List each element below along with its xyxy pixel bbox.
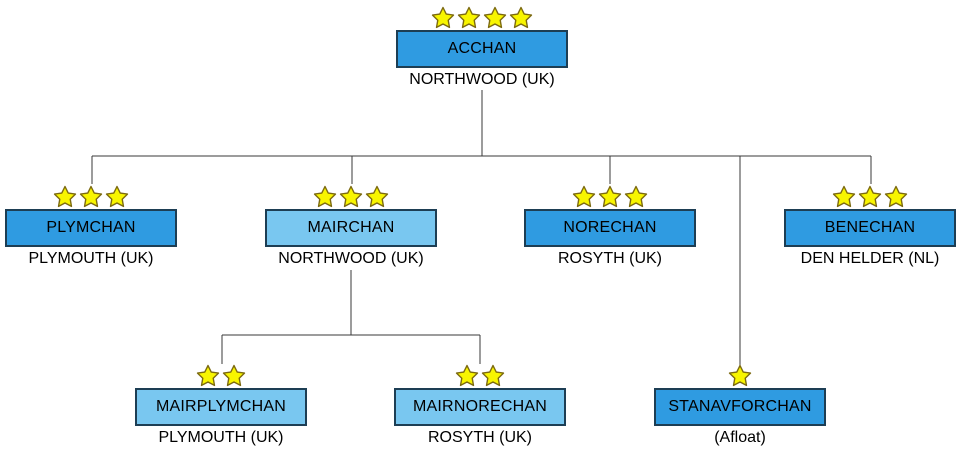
org-box: ACCHAN (396, 30, 568, 68)
star-icon (481, 364, 505, 387)
star-icon (339, 185, 363, 208)
star-icon (105, 185, 129, 208)
org-box: NORECHAN (524, 209, 696, 247)
org-node-mairchan: MAIRCHAN NORTHWOOD (UK) (265, 184, 437, 268)
star-icon (832, 185, 856, 208)
org-box: MAIRNORECHAN (394, 388, 566, 426)
org-node-mairnorechan: MAIRNORECHAN ROSYTH (UK) (394, 363, 566, 447)
star-icon (728, 364, 752, 387)
org-box: MAIRCHAN (265, 209, 437, 247)
rank-stars (394, 363, 566, 387)
star-icon (572, 185, 596, 208)
star-icon (457, 6, 481, 29)
rank-stars (654, 363, 826, 387)
org-box: BENECHAN (784, 209, 956, 247)
rank-stars (396, 5, 568, 29)
star-icon (858, 185, 882, 208)
star-icon (884, 185, 908, 208)
star-icon (624, 185, 648, 208)
star-icon (598, 185, 622, 208)
star-icon (196, 364, 220, 387)
rank-stars (524, 184, 696, 208)
rank-stars (5, 184, 177, 208)
org-node-benechan: BENECHAN DEN HELDER (NL) (784, 184, 956, 268)
star-icon (53, 185, 77, 208)
star-icon (455, 364, 479, 387)
star-icon (222, 364, 246, 387)
star-icon (483, 6, 507, 29)
org-location-label: (Afloat) (714, 429, 766, 446)
star-icon (509, 6, 533, 29)
star-icon (365, 185, 389, 208)
rank-stars (135, 363, 307, 387)
star-icon (313, 185, 337, 208)
rank-stars (265, 184, 437, 208)
rank-stars (784, 184, 956, 208)
star-icon (431, 6, 455, 29)
org-box: STANAVFORCHAN (654, 388, 826, 426)
org-box: MAIRPLYMCHAN (135, 388, 307, 426)
org-location-label: NORTHWOOD (UK) (409, 71, 555, 88)
org-location-label: PLYMOUTH (UK) (28, 250, 154, 267)
org-box: PLYMCHAN (5, 209, 177, 247)
org-location-label: NORTHWOOD (UK) (278, 250, 424, 267)
org-location-label: ROSYTH (UK) (428, 429, 532, 446)
org-location-label: ROSYTH (UK) (558, 250, 662, 267)
connector-path (91, 90, 872, 365)
org-location-label: DEN HELDER (NL) (800, 250, 940, 267)
org-node-norechan: NORECHAN ROSYTH (UK) (524, 184, 696, 268)
org-node-acchan: ACCHAN NORTHWOOD (UK) (396, 5, 568, 89)
org-node-stanavforchan: STANAVFORCHAN (Afloat) (654, 363, 826, 447)
star-icon (79, 185, 103, 208)
org-location-label: PLYMOUTH (UK) (158, 429, 284, 446)
org-node-plymchan: PLYMCHAN PLYMOUTH (UK) (5, 184, 177, 268)
org-node-mairplymchan: MAIRPLYMCHAN PLYMOUTH (UK) (135, 363, 307, 447)
